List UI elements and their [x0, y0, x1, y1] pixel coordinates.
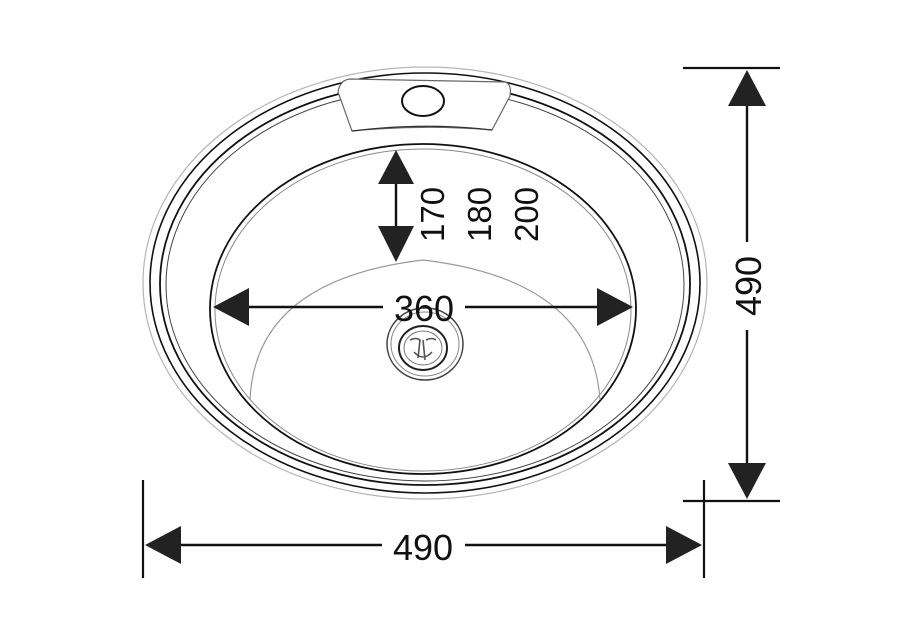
overall-width-dimension: 490 — [141, 480, 706, 578]
depth-label-180: 180 — [461, 187, 498, 242]
overall-depth-dimension: 490 — [683, 66, 780, 503]
drain-strainer — [386, 307, 464, 381]
arrow-left-icon — [145, 526, 181, 564]
depth-label-170: 170 — [414, 187, 451, 242]
sink-bowl — [209, 143, 637, 475]
arrow-right-icon — [597, 288, 633, 326]
bowl-diameter-dimension: 360 — [213, 288, 633, 329]
arrow-left-icon — [213, 288, 249, 326]
diameter-label: 360 — [394, 288, 454, 329]
tap-hole-platform — [337, 78, 512, 132]
overall-depth-label: 490 — [728, 256, 769, 316]
arrow-up-icon — [728, 70, 766, 106]
arrow-down-icon — [378, 226, 414, 262]
bowl-depth-dimension: 170 180 200 — [378, 150, 545, 262]
overall-width-label: 490 — [393, 527, 453, 568]
depth-label-200: 200 — [508, 187, 545, 242]
arrow-down-icon — [728, 463, 766, 499]
tap-hole-icon — [401, 85, 445, 117]
sink-rim — [142, 66, 708, 500]
drain-plug-icon — [409, 337, 437, 361]
arrow-right-icon — [666, 526, 702, 564]
arrow-up-icon — [378, 150, 414, 184]
